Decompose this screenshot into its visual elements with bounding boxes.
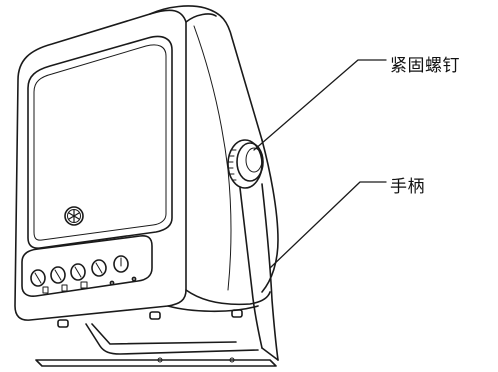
- indicator-icon: [109, 280, 115, 286]
- knob-icon: [91, 259, 107, 277]
- switch-icon: [42, 286, 49, 294]
- speaker-cabinet: [14, 5, 279, 321]
- stand-base: [35, 323, 277, 367]
- leader-lines: [253, 59, 387, 269]
- knob-icon: [30, 269, 46, 287]
- label-handle: 手柄: [390, 177, 425, 197]
- yamaha-logo-icon: [64, 206, 84, 226]
- leader-screw: [253, 59, 387, 151]
- cabinet-feet: [57, 309, 243, 328]
- knob-icon: [50, 266, 66, 284]
- front-panel: [27, 35, 173, 249]
- switch-icon: [80, 281, 88, 289]
- control-panel: [21, 235, 153, 297]
- indicator-icon: [131, 276, 137, 282]
- knob-icon: [70, 263, 86, 281]
- switch-icon: [61, 284, 68, 292]
- label-tightening-screw: 紧固螺钉: [390, 56, 460, 76]
- leader-handle: [269, 181, 387, 269]
- handle-bracket: [239, 183, 279, 361]
- tightening-screw-icon: [227, 139, 264, 189]
- knob-icon: [113, 255, 129, 273]
